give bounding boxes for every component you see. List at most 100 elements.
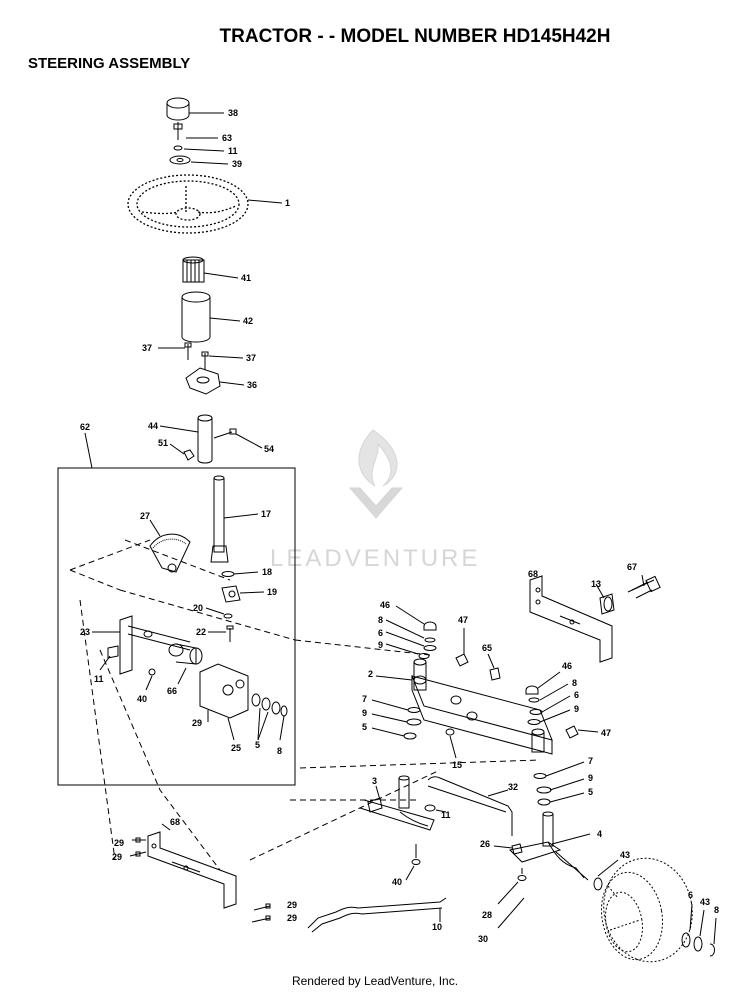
callout-13: 13: [591, 579, 601, 589]
section-subtitle: STEERING ASSEMBLY: [28, 55, 191, 72]
callout-9-right: 9: [574, 704, 579, 714]
callout-40-axle: 40: [392, 877, 402, 887]
callout-30: 30: [478, 934, 488, 944]
spline-adapter: [182, 256, 239, 283]
callout-20: 20: [193, 603, 203, 613]
callout-7-left: 7: [362, 694, 367, 704]
callout-2: 2: [368, 669, 373, 679]
steering-shaft-17: [210, 475, 259, 563]
left-washer-stack: [385, 605, 501, 681]
callout-11: 11: [228, 146, 238, 156]
callout-8-box: 8: [277, 746, 282, 756]
assembly-62-frame: [57, 467, 296, 786]
callout-8-wheel: 8: [714, 905, 719, 915]
callout-42: 42: [243, 316, 253, 326]
callout-23: 23: [80, 627, 90, 637]
callout-9-left: 9: [378, 640, 383, 650]
callout-54: 54: [264, 444, 274, 454]
callout-6-left: 6: [378, 628, 383, 638]
callout-37-left: 37: [142, 343, 152, 353]
callout-62: 62: [80, 422, 90, 432]
callout-18: 18: [262, 567, 272, 577]
callout-5-right: 5: [588, 787, 593, 797]
callout-4: 4: [597, 829, 602, 839]
callout-5-left: 5: [362, 722, 367, 732]
callout-3: 3: [372, 776, 377, 786]
right-spindle-4: [493, 811, 619, 891]
projection-lines: [69, 539, 541, 871]
callout-43-hub: 43: [620, 850, 630, 860]
callout-9-lower-right: 9: [588, 773, 593, 783]
callout-26: 26: [480, 839, 490, 849]
steering-cap-group: [166, 97, 229, 165]
callout-11-axle: 11: [441, 810, 451, 820]
callout-29-bracket-b: 29: [287, 913, 297, 923]
upper-shaft: [159, 414, 263, 464]
callout-9-lower-left: 9: [362, 708, 367, 718]
callout-40: 40: [137, 694, 147, 704]
bracket-25: [199, 663, 288, 741]
callout-44: 44: [148, 421, 158, 431]
bracket-36: [158, 342, 245, 395]
callout-6-wheel: 6: [688, 890, 693, 900]
bushing-66: [168, 643, 203, 685]
wheel-washers: [681, 903, 717, 957]
callout-10: 10: [432, 922, 442, 932]
watermark-text: LEADVENTURE: [270, 545, 480, 572]
callout-17: 17: [261, 509, 271, 519]
left-spindle-3: [359, 775, 447, 881]
callout-47-left: 47: [458, 615, 468, 625]
page-title: TRACTOR - - MODEL NUMBER HD145H42H: [219, 26, 611, 47]
washer-28: [497, 868, 527, 929]
callout-22: 22: [196, 627, 206, 637]
front-axle-2: [375, 658, 553, 755]
callout-8-left: 8: [378, 615, 383, 625]
pinion-parts: [205, 571, 265, 642]
watermark-logo: [348, 429, 404, 519]
footer-credit: Rendered by LeadVenture, Inc.: [291, 974, 459, 988]
steering-bushing: [181, 291, 241, 343]
callout-46-right: 46: [562, 661, 572, 671]
callout-47-right: 47: [601, 728, 611, 738]
callout-8-right: 8: [572, 678, 577, 688]
sector-gear-27: [149, 519, 191, 573]
callout-29-second: 29: [112, 852, 122, 862]
steering-wheel: [127, 174, 249, 234]
callout-32: 32: [508, 782, 518, 792]
steering-rod-10: [307, 897, 447, 933]
lower-left-washers: [371, 699, 457, 759]
callout-65: 65: [482, 643, 492, 653]
callout-38: 38: [228, 108, 238, 118]
callout-67: 67: [627, 562, 637, 572]
callout-7-right: 7: [588, 756, 593, 766]
bracket-68-upper: [529, 574, 661, 663]
callout-11-box: 11: [94, 674, 104, 684]
callout-37-right: 37: [246, 353, 256, 363]
callout-63: 63: [222, 133, 232, 143]
callout-29-box: 29: [192, 718, 202, 728]
callout-28: 28: [482, 910, 492, 920]
callout-1: 1: [285, 198, 290, 208]
callout-41: 41: [241, 273, 251, 283]
callout-68-upper: 68: [528, 569, 538, 579]
callout-29-bracket-a: 29: [287, 900, 297, 910]
callout-15: 15: [452, 760, 462, 770]
callout-46-left: 46: [380, 600, 390, 610]
right-washer-stack: [525, 671, 599, 806]
front-wheel: [600, 857, 693, 963]
bracket-68-lower: [129, 823, 271, 923]
callout-19: 19: [267, 587, 277, 597]
callout-51: 51: [158, 438, 168, 448]
callout-36: 36: [247, 380, 257, 390]
callout-25: 25: [231, 743, 241, 753]
callout-68-lower: 68: [170, 817, 180, 827]
callout-29-top: 29: [114, 838, 124, 848]
drag-link-32: [427, 776, 513, 836]
callout-5-box: 5: [255, 740, 260, 750]
callout-39: 39: [232, 159, 242, 169]
callout-66: 66: [167, 686, 177, 696]
callout-43-wheel: 43: [700, 897, 710, 907]
support-bracket-23: [92, 615, 191, 691]
callout-27: 27: [140, 511, 150, 521]
callout-6-right: 6: [574, 690, 579, 700]
